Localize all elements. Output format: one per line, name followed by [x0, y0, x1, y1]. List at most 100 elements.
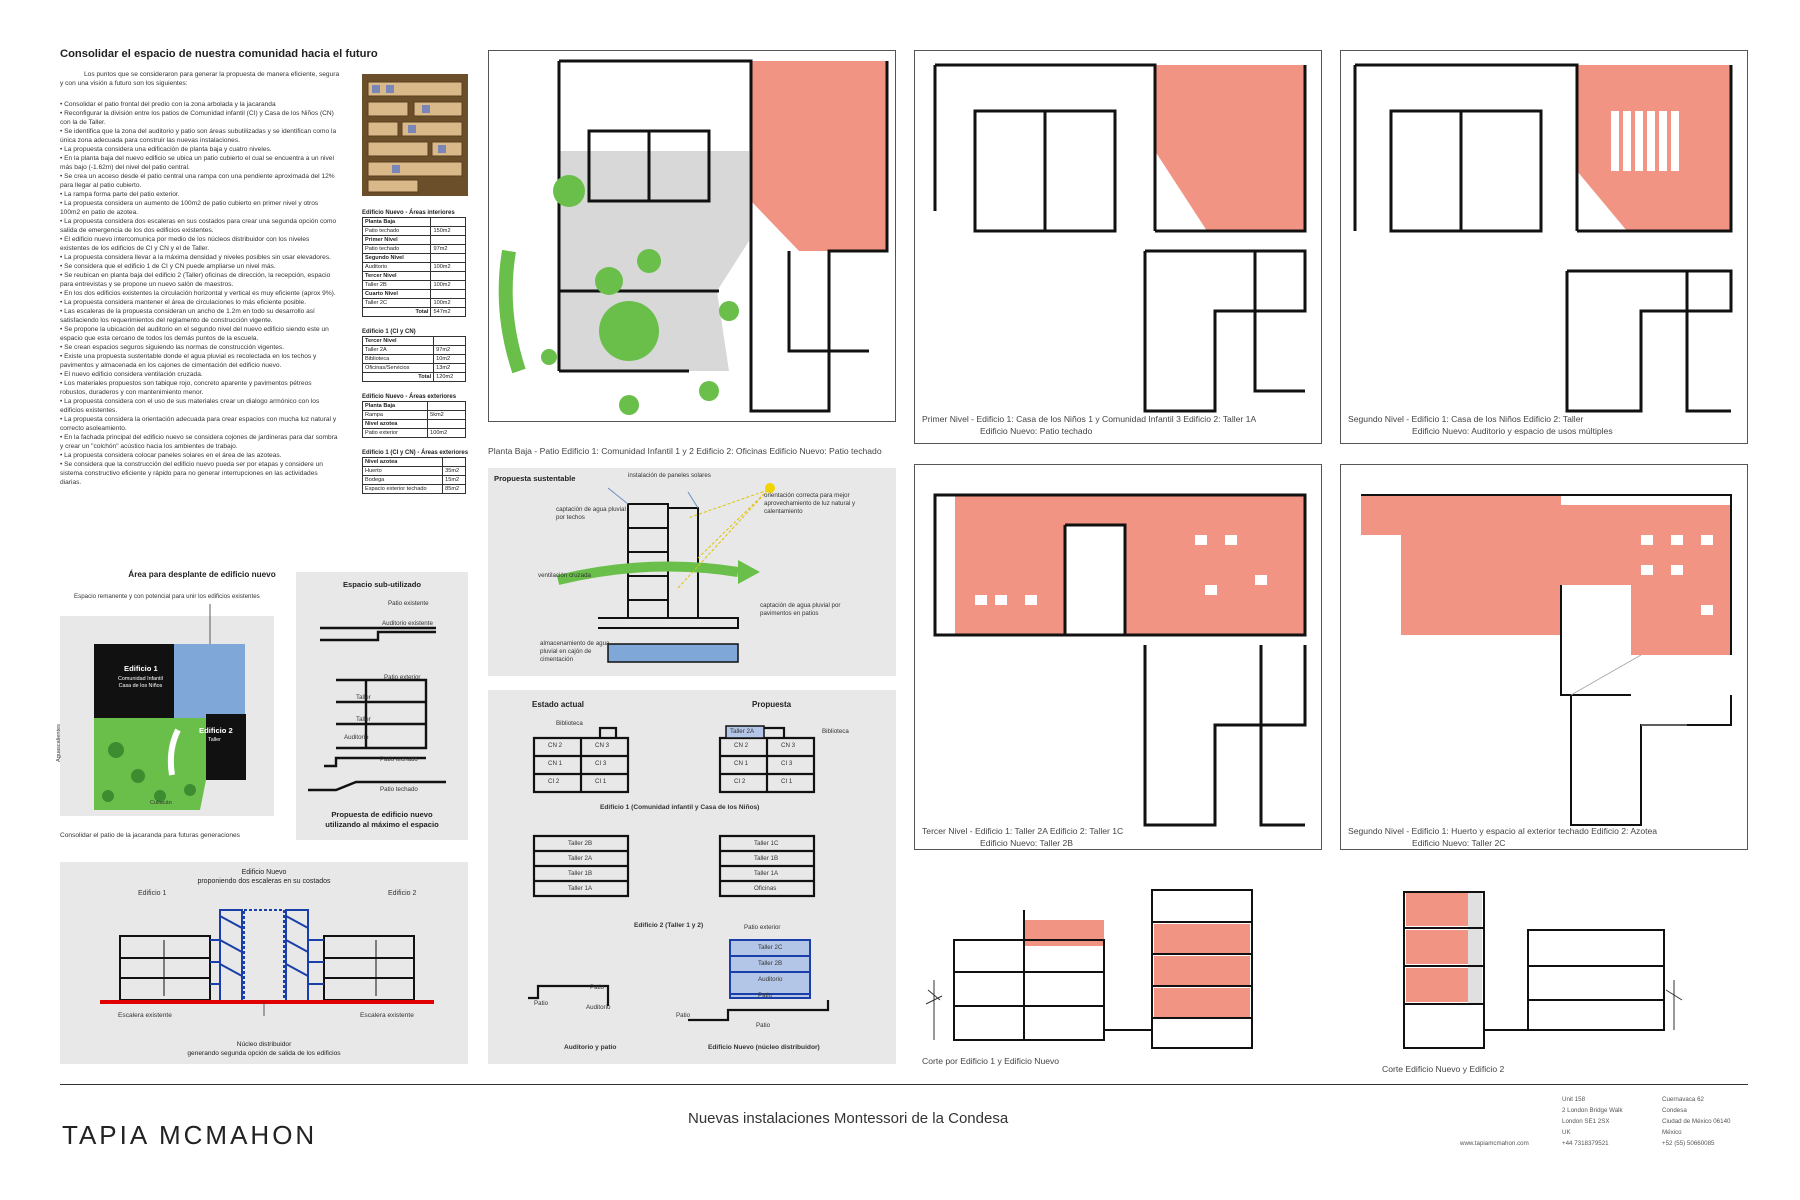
diagram-cell-label: Oficinas [754, 885, 777, 892]
sustain-l4: captación de agua pluvial por pavimentos… [760, 602, 841, 617]
intro-bullet: • Se propone la ubicación del auditorio … [60, 326, 329, 342]
subutil-l5: Auditorio [344, 734, 369, 741]
table-title: Edificio 1 (CI y CN) - Áreas exteriores [362, 450, 469, 456]
diagram-cell-label: CI 1 [595, 778, 607, 785]
intro-bullet: • Se crea un acceso desde el patio centr… [60, 173, 335, 189]
area-street2: Culiacán [150, 800, 172, 806]
diagram-cell-label: CI 2 [548, 778, 560, 785]
table-cell: 547m2 [430, 307, 466, 317]
intro-bullet: • Se reubican en planta baja del edifici… [60, 272, 331, 288]
estado-right-title: Propuesta [752, 700, 792, 709]
estado-new-caption: Edificio Nuevo (núcleo distribuidor) [708, 1044, 820, 1051]
table-row: Primer Nivel [361, 235, 466, 245]
estado-biblioteca2: Biblioteca [822, 728, 849, 735]
stairs-diagram [100, 909, 434, 1016]
area-title: Área para desplante de edificio nuevo [128, 570, 276, 579]
subutil-l4: Taller [356, 716, 371, 723]
table-cell: Total [361, 372, 435, 382]
table-cell: 150m2 [430, 226, 466, 236]
intro-bullets: • Consolidar el patio frontal del predio… [60, 100, 340, 487]
intro-bullet: • En los dos edificios existentes la cir… [60, 290, 336, 297]
sustain-diagram [556, 483, 775, 663]
table-cell [430, 217, 466, 227]
address-line: México [1662, 1129, 1682, 1136]
sustain-l2: orientación correcta para mejor aprovech… [764, 492, 856, 515]
subutil-l3: Taller [356, 694, 371, 701]
table-cell: Taller 2B [361, 280, 432, 290]
intro-bullet: • Existe una propuesta sustentable donde… [60, 353, 317, 369]
table-cell: Primer Nivel [361, 235, 432, 245]
estado-new-l0: Patio [676, 1012, 691, 1019]
subutil-title: Espacio sub-utilizado [342, 580, 422, 589]
stairs-esc2: Escalera existente [360, 1012, 414, 1019]
caption-n4: Segundo Nivel - Edificio 1: Huerto y esp… [1348, 826, 1658, 836]
estado-aud-caption: Auditorio y patio [564, 1044, 617, 1051]
plan-cuarto-nivel [1340, 464, 1748, 850]
table-cell: Segundo Nivel [361, 253, 432, 263]
site-plan-diagram [94, 604, 246, 810]
intro-bullet: • Reconfigurar la división entre los pat… [60, 110, 334, 126]
diagram-cell-label: CN 3 [595, 742, 610, 749]
table-cell [430, 235, 466, 245]
section-2 [1403, 891, 1683, 1049]
intro-title: Consolidar el espacio de nuestra comunid… [60, 48, 378, 60]
sustain-l1: captación de agua pluvial por techos [556, 506, 626, 521]
subutil-l6: Patio techado [380, 756, 418, 763]
table-cell: 120m2 [433, 372, 466, 382]
address-line: UK [1562, 1129, 1571, 1136]
table-cell: Auditorio [361, 262, 432, 272]
intro-lead: Los puntos que se consideraron para gene… [60, 71, 340, 87]
table-row: Segundo Nivel [361, 253, 466, 263]
area-street1: Aguascalientes [55, 724, 62, 762]
table-cell: Biblioteca [361, 354, 435, 364]
intro-bullet: • La propuesta considera llevar a la máx… [60, 254, 331, 261]
address-line: 2 London Bridge Walk [1562, 1107, 1623, 1114]
diagram-cell-label: CN 2 [548, 742, 563, 749]
table-cell: Patio techado [361, 226, 432, 236]
table-cell: Rampa [361, 410, 429, 420]
footer-web[interactable]: www.tapiamcmahon.com [1460, 1140, 1529, 1147]
plan-planta-baja [488, 50, 896, 422]
area-ed1-sub: Comunidad Infantil Casa de los Niños [118, 676, 163, 689]
table-cell: Taller 2C [361, 298, 432, 308]
estado-new-l1: Patio [756, 1022, 771, 1029]
diagram-cell-label: Auditorio [758, 976, 783, 983]
diagram-cell-label: CI 2 [734, 778, 746, 785]
table-cell: Espacio exterior techado [361, 484, 444, 494]
intro-bullet: • Consolidar el patio frontal del predio… [60, 101, 276, 108]
caption-n1b: Edificio Nuevo: Patio techado [980, 426, 1093, 436]
intro-bullet: • El nuevo edificio considera ventilació… [60, 371, 203, 378]
estado-ed2-caption: Edificio 2 (Taller 1 y 2) [634, 922, 704, 929]
address-line: London SE1 2SX [1562, 1118, 1610, 1125]
caption-n4b: Edificio Nuevo: Taller 2C [1412, 838, 1506, 848]
table-cell: Planta Baja [361, 217, 432, 227]
caption-s2: Corte Edificio Nuevo y Edificio 2 [1382, 1064, 1505, 1074]
table-cell: 85m2 [442, 484, 466, 494]
caption-n3: Tercer Nivel - Edificio 1: Taller 2A Edi… [922, 826, 1124, 836]
diagram-cell-label: Patio [758, 992, 773, 999]
estado-ed1-caption: Edificio 1 (Comunidad infantil y Casa de… [600, 804, 760, 811]
diagram-cell-label: Taller 2B [758, 960, 783, 967]
caption-n2: Segundo Nivel - Edificio 1: Casa de los … [1348, 414, 1584, 424]
diagram-cell-label: CI 3 [781, 760, 793, 767]
stairs-caption: Núcleo distribuidor generando segunda op… [187, 1041, 341, 1057]
subutil-l7: Patio techado [380, 786, 418, 793]
table-cell: Huerto [361, 466, 444, 476]
table-cell: 10m2 [433, 354, 466, 364]
estado-left-title: Estado actual [532, 700, 585, 709]
estado-patio-ext: Patio exterior [744, 924, 781, 931]
subutil-panel [296, 572, 468, 840]
table-cell: Tercer Nivel [361, 336, 435, 346]
area-ed2: Edificio 2 [199, 726, 233, 735]
intro-bullet: • En la fachada principal del edificio n… [60, 434, 338, 450]
